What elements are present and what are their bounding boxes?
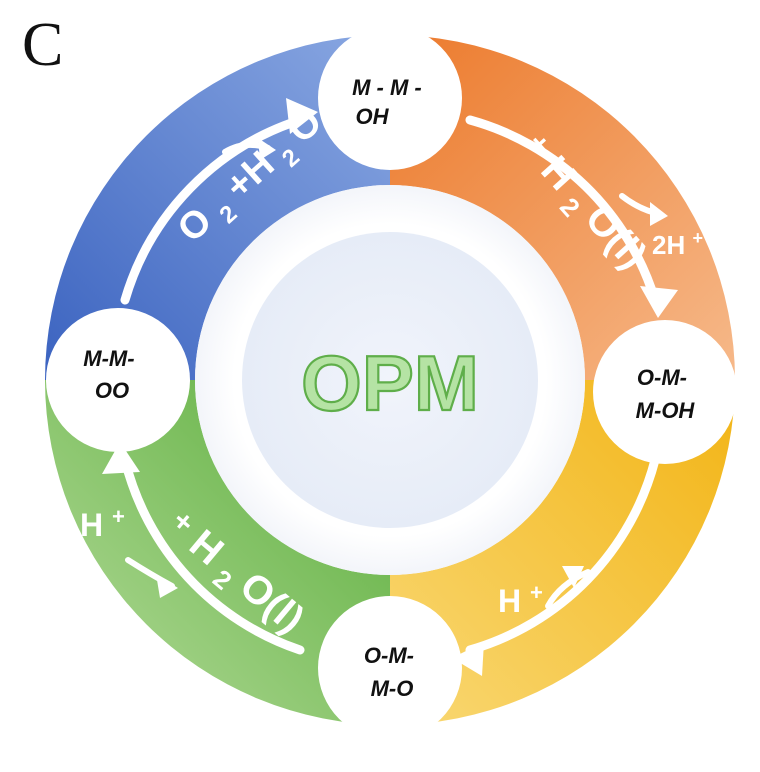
node-bottom-circle (318, 596, 462, 740)
node-right-circle (593, 320, 737, 464)
panel-label: C (22, 11, 64, 79)
step-right-bottom-product: H + (498, 580, 543, 619)
node-right-line2: M-OH (636, 398, 696, 423)
node-left-line1: M-M- (83, 346, 134, 371)
node-right-label: O-M- M-OH (636, 365, 696, 423)
center-disc (242, 232, 538, 528)
node-top-line1: M - M - (352, 75, 422, 100)
arrow-heads (102, 98, 678, 676)
step-bottom-left-sup: + (112, 504, 125, 529)
node-left-label: M-M- OO (83, 346, 140, 403)
arrow-bottom-to-left (120, 455, 305, 655)
arrowhead-bottom (452, 642, 484, 676)
branch-bottom-right (545, 569, 591, 609)
node-bottom-line2: M-O (371, 676, 414, 701)
arrow-right-to-bottom (465, 455, 660, 655)
step-top-right-product-base: 2H (652, 230, 685, 260)
step-top-right-product: 2H + (652, 228, 703, 260)
branch-head-top-left (258, 138, 276, 160)
arrow-top-to-right (465, 115, 660, 305)
arrow-left-to-top (120, 115, 305, 305)
cycle-arrows (120, 115, 660, 655)
arrowhead-top (286, 98, 318, 134)
node-right-line1: O-M- (637, 365, 687, 390)
node-bottom-line1: O-M- (364, 643, 414, 668)
step-right-bottom-sup: + (530, 580, 543, 605)
node-top-label: M - M - OH (352, 75, 428, 129)
step-top-right-product-sup: + (692, 228, 703, 248)
branch-arrow-heads (156, 138, 668, 598)
arrowhead-right (640, 286, 678, 318)
node-left-circle (46, 308, 190, 452)
branch-head-bottom-right (562, 566, 584, 588)
node-left-line2: OO (95, 378, 129, 403)
step-right-bottom-base: H (498, 583, 521, 619)
step-bottom-left-product: H + (80, 504, 125, 543)
node-top-circle (318, 26, 462, 170)
step-bottom-left-base: H (80, 507, 103, 543)
node-top-line2: OH (356, 104, 390, 129)
arrowhead-left (102, 442, 140, 474)
node-bottom-label: O-M- M-O (364, 643, 420, 701)
branch-head-bottom-left (156, 574, 178, 598)
branch-head-top-right (650, 202, 668, 226)
center-label: OPM (301, 339, 479, 427)
